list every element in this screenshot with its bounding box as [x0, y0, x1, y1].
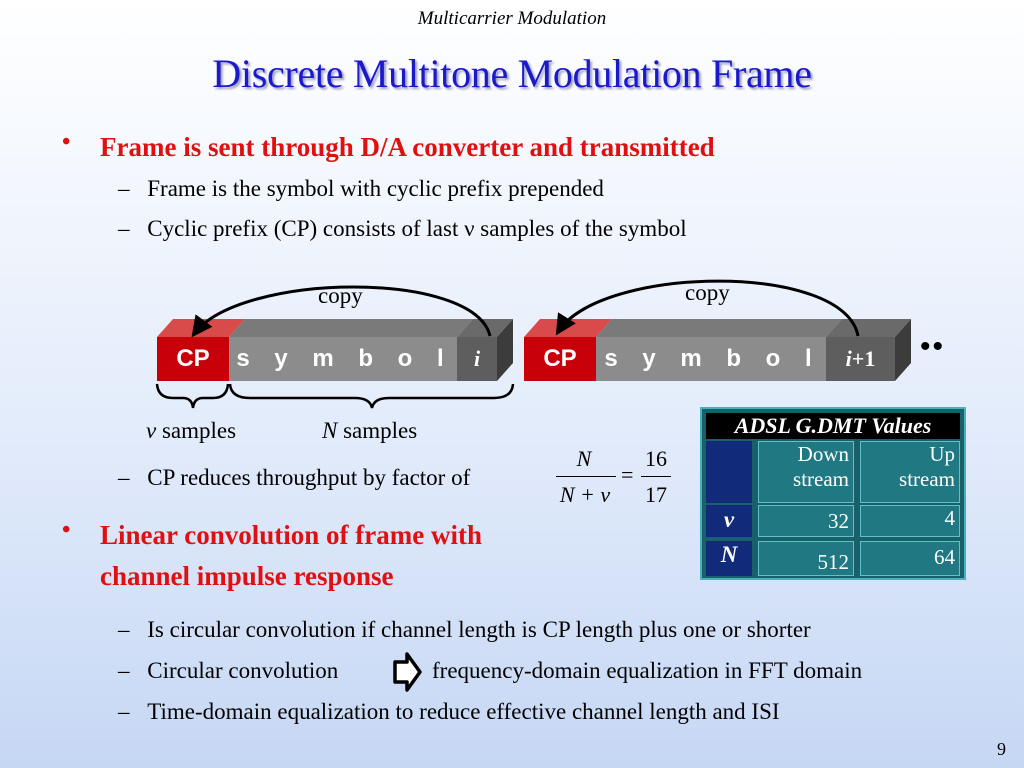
sub-bullet-2-1-text: Is circular convolution if channel lengt… — [147, 617, 811, 642]
symbol-block: s y m b o l — [596, 337, 826, 381]
symbol-block-top — [229, 319, 473, 337]
sub-bullet-2-2-text-b: frequency-domain equalization in FFT dom… — [432, 658, 863, 683]
dash: – — [118, 465, 130, 490]
fraction-numerator: N — [576, 446, 592, 471]
frame-side — [497, 319, 513, 381]
table-row-n-up: 64 — [860, 541, 960, 576]
header-up-line2: stream — [899, 467, 955, 491]
fraction-bar — [556, 476, 616, 477]
cp-block: CP — [524, 337, 596, 381]
copy-arrow-2 — [555, 279, 860, 337]
table-row-n-down: 512 — [758, 541, 854, 576]
sub-bullet-2-2-text-a: Circular convolution — [147, 658, 339, 683]
sub-bullet-2-3-text: Time-domain equalization to reduce effec… — [147, 699, 780, 724]
dash: – — [118, 216, 130, 241]
sub-cp-reduction: – CP reduces throughput by factor of — [118, 465, 470, 491]
sub-bullet-1-2: – Cyclic prefix (CP) consists of last ν … — [118, 216, 687, 242]
header-down-line1: Down — [797, 442, 849, 466]
bullet-dot: • — [62, 129, 71, 155]
table-header-blank — [706, 441, 752, 503]
bullet-1-text: Frame is sent through D/A converter and … — [100, 132, 715, 162]
dash: – — [118, 658, 130, 683]
dash: – — [118, 699, 130, 724]
n-samples-brace — [228, 383, 515, 409]
equals-sign: = — [621, 462, 634, 487]
table-row-nu-param: ν — [706, 505, 752, 537]
nu-var: ν — [146, 418, 157, 443]
index-i: i — [845, 346, 852, 371]
symbol-index: i — [457, 337, 497, 381]
table-header-down: Down stream — [758, 441, 854, 503]
nu-samples-label: ν samples — [146, 418, 236, 444]
ellipsis: •• — [920, 330, 946, 363]
slide-header: Multicarrier Modulation — [417, 8, 607, 29]
n-samples-label: N samples — [322, 418, 417, 444]
table-row-nu-up: 4 — [860, 505, 960, 537]
table-row-nu-down: 32 — [758, 505, 854, 537]
sub-bullet-2-2: – Circular convolution — [118, 658, 338, 684]
frame-side — [895, 319, 911, 381]
symbol-block-top — [596, 319, 842, 337]
header-down-line2: stream — [793, 467, 849, 491]
samples-word: samples — [343, 418, 418, 443]
index-plus-one: +1 — [851, 346, 876, 371]
adsl-values-table: ADSL G.DMT Values Down stream Up stream … — [700, 407, 966, 580]
sub-bullet-1-1-text: Frame is the symbol with cyclic prefix p… — [147, 176, 604, 201]
sub-bullet-1-1: – Frame is the symbol with cyclic prefix… — [118, 176, 604, 202]
cp-block: CP — [157, 337, 229, 381]
sub-bullet-2-1: – Is circular convolution if channel len… — [118, 617, 811, 643]
copy-label-1: copy — [318, 283, 363, 308]
index-block-top — [826, 319, 911, 337]
page-number: 9 — [997, 739, 1006, 759]
bullet-dot: • — [62, 517, 71, 543]
index-block-top — [457, 319, 513, 337]
sub-bullet-2-3: – Time-domain equalization to reduce eff… — [118, 699, 780, 725]
copy-arrow-1 — [191, 285, 492, 338]
implies-arrow-icon — [393, 652, 422, 692]
table-title: ADSL G.DMT Values — [706, 413, 960, 439]
dash: – — [118, 176, 130, 201]
samples-word: samples — [161, 418, 237, 443]
sub-bullet-1-2-text: Cyclic prefix (CP) consists of last ν sa… — [147, 216, 687, 241]
symbol-block: s y m b o l — [229, 337, 457, 381]
value-bar — [641, 476, 671, 477]
dash: – — [118, 617, 130, 642]
bullet-2-line2: channel impulse response — [100, 561, 394, 591]
nu-samples-brace — [155, 383, 230, 409]
header-up-line1: Up — [929, 442, 955, 466]
slide-title: Discrete Multitone Modulation Frame — [212, 51, 812, 96]
value-denominator: 17 — [645, 482, 667, 507]
n-var: N — [322, 418, 338, 443]
copy-label-2: copy — [685, 280, 730, 305]
table-header-up: Up stream — [860, 441, 960, 503]
value-numerator: 16 — [645, 446, 667, 471]
symbol-index: i+1 — [826, 337, 895, 381]
cp-reduction-text: CP reduces throughput by factor of — [147, 465, 471, 490]
table-row-n-param: N — [706, 541, 752, 576]
bullet-2-line1: Linear convolution of frame with — [100, 520, 482, 550]
fraction-denominator: N + ν — [559, 482, 611, 507]
